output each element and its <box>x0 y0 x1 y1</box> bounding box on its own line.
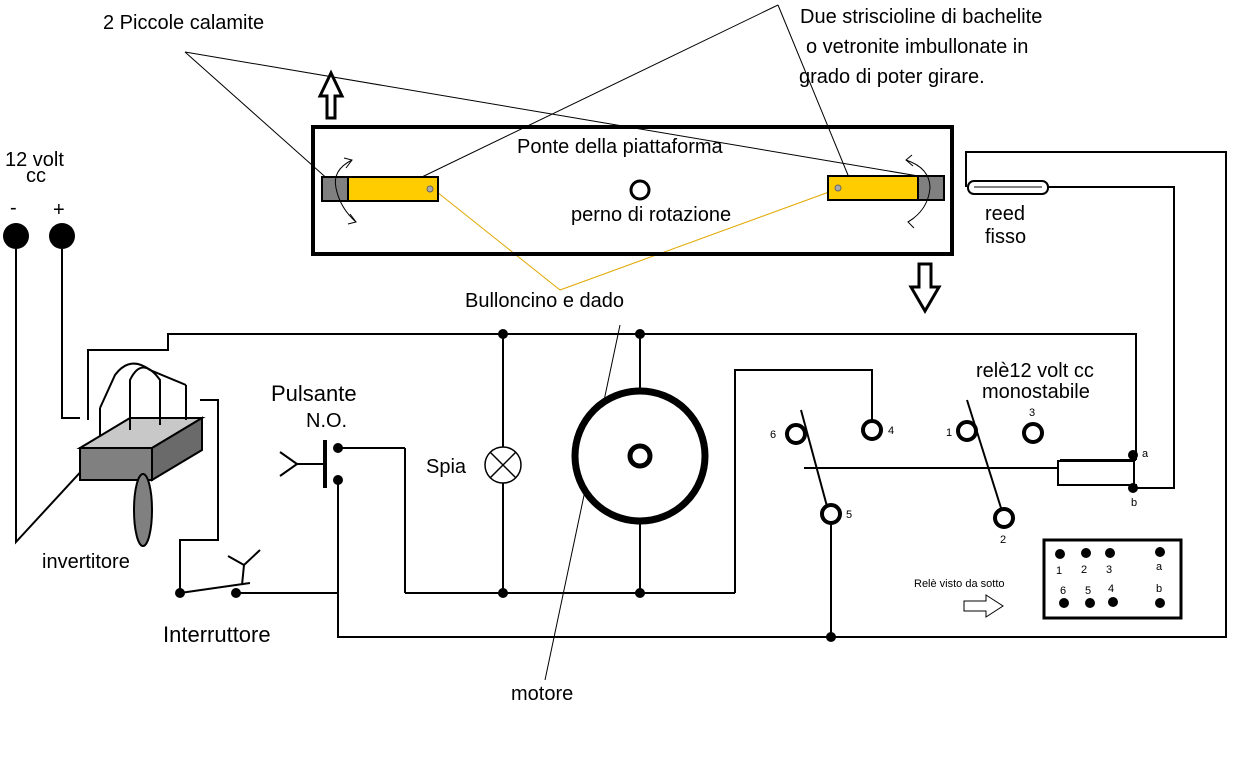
label-reed-2: fisso <box>985 226 1026 248</box>
pivot-hole <box>629 179 651 201</box>
push-button <box>279 440 343 488</box>
label-inverter: invertitore <box>42 551 130 573</box>
relay-terminal-6: 6 <box>770 429 776 441</box>
leader-lines <box>184 4 931 681</box>
bolt-left <box>426 185 434 193</box>
label-lamp: Spia <box>426 456 467 478</box>
bottom-pin-a: a <box>1156 561 1163 573</box>
label-pivot: perno di rotazione <box>571 204 731 226</box>
label-bolt: Bulloncino e dado <box>465 290 624 312</box>
magnet-leader-right <box>184 51 931 179</box>
strip-leader-left <box>394 4 779 191</box>
magnet-right <box>917 175 945 201</box>
label-plus: + <box>53 199 65 221</box>
label-motor: motore <box>511 683 573 705</box>
strip-right <box>827 175 921 201</box>
label-button-2: N.O. <box>306 410 347 432</box>
bottom-pin-6: 6 <box>1060 585 1066 597</box>
bottom-pin-3: 3 <box>1106 564 1112 576</box>
junction-dots <box>175 329 1138 642</box>
magnet-leader-left <box>184 51 341 191</box>
strip-left <box>347 176 439 202</box>
label-relay-1: relè12 volt cc <box>976 360 1094 382</box>
relay-terminal-b: b <box>1131 497 1137 509</box>
indicator-lamp <box>484 446 522 484</box>
label-strips-1: Due striscioline di bachelite <box>800 6 1042 28</box>
terminal-minus <box>3 223 29 249</box>
arrow-right-icon <box>963 594 1004 618</box>
relay-terminal-4: 4 <box>888 425 894 437</box>
label-platform: Ponte della piattaforma <box>517 136 724 158</box>
label-magnets: 2 Piccole calamite <box>103 12 264 34</box>
motor <box>571 387 709 525</box>
relay-terminal-a: a <box>1142 448 1149 460</box>
arrow-down-icon <box>908 262 942 314</box>
bottom-pin-1: 1 <box>1056 565 1062 577</box>
label-relay-bottom: Relè visto da sotto <box>914 578 1005 590</box>
label-reed-1: reed <box>985 203 1025 225</box>
strip-leader-right <box>777 4 851 181</box>
arrow-up-icon <box>317 69 345 120</box>
bottom-pin-b: b <box>1156 583 1162 595</box>
bolt-leaders <box>431 187 841 291</box>
label-minus: - <box>10 197 17 219</box>
relay-terminal-3: 3 <box>1029 407 1035 419</box>
terminal-plus <box>49 223 75 249</box>
relay-bottom-pins-dots <box>1055 547 1165 608</box>
relay-terminals <box>785 419 1044 529</box>
relay-terminal-5: 5 <box>846 509 852 521</box>
bottom-pin-5: 5 <box>1085 585 1091 597</box>
relay-coil <box>1057 460 1135 486</box>
label-volt-2: cc <box>26 165 46 187</box>
label-relay-2: monostabile <box>982 381 1090 403</box>
inverter-pins <box>99 390 187 435</box>
inverter-switch <box>76 416 206 547</box>
rotation-arrows <box>334 154 931 229</box>
label-strips-3: grado di poter girare. <box>799 66 985 88</box>
relay-terminal-2: 2 <box>1000 534 1006 546</box>
label-switch: Interruttore <box>163 622 271 647</box>
label-volt-1: 12 volt <box>5 149 64 171</box>
label-strips-2: o vetronite imbullonate in <box>806 36 1028 58</box>
bottom-pin-2: 2 <box>1081 564 1087 576</box>
label-button-1: Pulsante <box>271 381 357 406</box>
bottom-pin-4: 4 <box>1108 583 1114 595</box>
relay-terminal-1: 1 <box>946 427 952 439</box>
platform-bridge <box>311 125 954 256</box>
bolt-right <box>834 184 842 192</box>
motor-leader <box>544 324 621 681</box>
